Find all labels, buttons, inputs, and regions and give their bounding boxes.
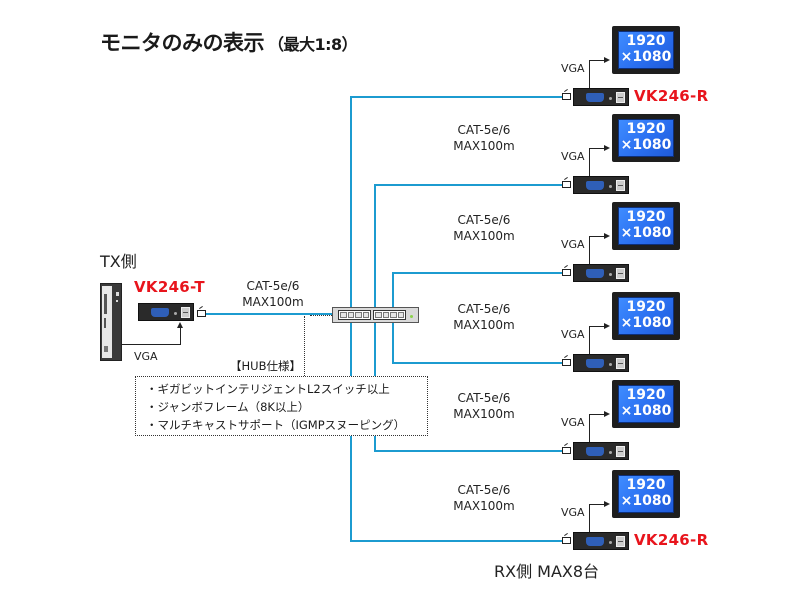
branch-cable-3 (392, 272, 562, 274)
monitor-icon: 1920×1080 (612, 202, 680, 250)
hub-spec-item: ・マルチキャストサポート（IGMPスヌーピング） (146, 418, 406, 432)
rx-rj45-icon (562, 537, 571, 544)
rx-vga-line-horizontal (589, 60, 604, 61)
monitor-screen: 1920×1080 (618, 475, 674, 513)
rx-vga-line-horizontal (589, 326, 604, 327)
monitor-screen: 1920×1080 (618, 31, 674, 69)
hub-spec-connector (310, 315, 332, 316)
hub-spec-title: 【HUB仕様】 (230, 359, 301, 373)
rx-vga-label: VGA (561, 328, 585, 341)
rx-rj45-icon (562, 359, 571, 366)
tx-side-label: TX側 (100, 252, 137, 271)
branch-cable-5 (374, 450, 562, 452)
network-hub-icon (332, 307, 419, 323)
rx-vga-line (589, 414, 590, 442)
rx-device-icon (573, 354, 629, 372)
diagram-title: モニタのみの表示（最大1:8） (100, 27, 358, 57)
title-main: モニタのみの表示 (100, 31, 265, 55)
rx-vga-line (589, 148, 590, 176)
monitor-screen: 1920×1080 (618, 207, 674, 245)
rx-rj45-icon (562, 181, 571, 188)
rx-vga-arrow-icon (604, 501, 610, 507)
rx-side-label: RX側 MAX8台 (494, 562, 600, 581)
hub-spec-box: ・ギガビットインテリジェントL2スイッチ以上 ・ジャンボフレーム（8K以上） ・… (135, 376, 428, 436)
monitor-screen: 1920×1080 (618, 119, 674, 157)
tx-model-label: VK246-T (134, 278, 205, 296)
branch-cable-6 (350, 540, 562, 542)
rx-vga-label: VGA (561, 238, 585, 251)
monitor-icon: 1920×1080 (612, 114, 680, 162)
monitor-icon: 1920×1080 (612, 380, 680, 428)
monitor-icon: 1920×1080 (612, 470, 680, 518)
rx-device-icon (573, 88, 629, 106)
rx-vga-line-horizontal (589, 414, 604, 415)
rx-vga-arrow-icon (604, 323, 610, 329)
rx-vga-line-horizontal (589, 504, 604, 505)
rx-vga-arrow-icon (604, 233, 610, 239)
tx-rj45-icon (197, 310, 206, 317)
rx-vga-arrow-icon (604, 145, 610, 151)
rx-vga-label: VGA (561, 150, 585, 163)
rx-model-label: VK246-R (634, 87, 709, 105)
rx-device-icon (573, 264, 629, 282)
tx-cable-label: CAT-5e/6 MAX100m (242, 279, 304, 309)
rx-rj45-icon (562, 447, 571, 454)
rx-vga-line (589, 504, 590, 532)
rx-device-icon (573, 442, 629, 460)
monitor-icon: 1920×1080 (612, 26, 680, 74)
pc-tower-icon (100, 283, 122, 361)
rx-rj45-icon (562, 269, 571, 276)
title-sub: （最大1:8） (268, 35, 358, 54)
tx-vga-line-vertical (180, 327, 181, 345)
rx-vga-line (589, 326, 590, 354)
hub-spec-item: ・ギガビットインテリジェントL2スイッチ以上 (146, 382, 390, 396)
rx-vga-line-horizontal (589, 148, 604, 149)
rx-rj45-icon (562, 93, 571, 100)
rx-vga-line (589, 236, 590, 264)
rx-model-label: VK246-R (634, 531, 709, 549)
monitor-screen: 1920×1080 (618, 385, 674, 423)
tx-cable (206, 313, 332, 315)
rx-device-icon (573, 532, 629, 550)
branch-cable-2 (374, 184, 562, 186)
rx-vga-arrow-icon (604, 57, 610, 63)
rx-vga-arrow-icon (604, 411, 610, 417)
rx-vga-label: VGA (561, 416, 585, 429)
rx-device-icon (573, 176, 629, 194)
hub-spec-item: ・ジャンボフレーム（8K以上） (146, 400, 310, 414)
rx-vga-line (589, 60, 590, 88)
hub-spec-connector-vertical (304, 316, 305, 376)
tx-vga-label: VGA (134, 350, 158, 363)
branch-cable-1 (350, 96, 562, 98)
branch-cable-4 (392, 362, 562, 364)
tx-device-icon (138, 303, 194, 321)
rx-vga-label: VGA (561, 62, 585, 75)
rx-vga-label: VGA (561, 506, 585, 519)
monitor-screen: 1920×1080 (618, 297, 674, 335)
tx-vga-line (122, 344, 180, 345)
monitor-icon: 1920×1080 (612, 292, 680, 340)
tx-vga-arrow-icon (177, 322, 183, 328)
rx-vga-line-horizontal (589, 236, 604, 237)
